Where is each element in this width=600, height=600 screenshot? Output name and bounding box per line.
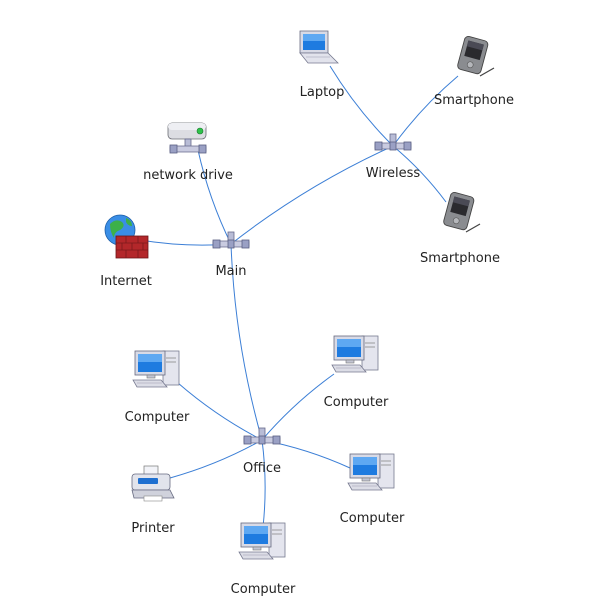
node-netdrive[interactable]: network drive [143, 122, 233, 183]
nodes: LaptopSmartphoneWirelessSmartphonenetwor… [100, 30, 514, 597]
computer-icon [331, 335, 379, 373]
computer-icon [238, 522, 286, 560]
firewall-globe-icon [104, 214, 149, 259]
node-label: Wireless [366, 166, 421, 181]
node-printer[interactable]: Printer [131, 465, 175, 536]
node-label: Internet [100, 274, 152, 289]
edge-comp_right-office [261, 373, 335, 441]
connections [139, 65, 459, 528]
node-label: Laptop [300, 85, 345, 100]
edge-comp_left-office [177, 382, 263, 441]
node-comp-right[interactable]: Computer [324, 335, 389, 410]
smartphone-icon [442, 190, 481, 233]
edge-comp_bot-office [261, 439, 266, 528]
node-label: Office [243, 461, 281, 476]
node-wireless[interactable]: Wireless [366, 133, 421, 181]
node-laptop[interactable]: Laptop [299, 30, 345, 100]
hub-icon [374, 133, 412, 151]
smartphone-icon [456, 34, 495, 77]
edge-phone1-wireless [392, 75, 459, 147]
node-label: Smartphone [434, 93, 514, 108]
node-phone1[interactable]: Smartphone [434, 34, 514, 108]
node-comp-left[interactable]: Computer [125, 350, 190, 425]
laptop-icon [299, 30, 339, 64]
node-comp-bot[interactable]: Computer [231, 522, 296, 597]
node-label: Computer [125, 410, 190, 425]
node-internet[interactable]: Internet [100, 214, 152, 289]
node-phone2[interactable]: Smartphone [420, 190, 500, 266]
node-label: Computer [340, 511, 405, 526]
edge-phone2-wireless [392, 145, 447, 203]
edge-wireless-main [230, 145, 394, 245]
node-label: Computer [231, 582, 296, 597]
edge-netdrive-main [197, 149, 232, 245]
node-office[interactable]: Office [243, 427, 281, 476]
node-label: Smartphone [420, 251, 500, 266]
node-label: network drive [143, 168, 233, 183]
network-drive-icon [167, 122, 207, 154]
printer-icon [131, 465, 175, 502]
node-label: Printer [131, 521, 175, 536]
edge-printer-office [169, 439, 263, 479]
edge-laptop-wireless [329, 65, 394, 147]
computer-icon [132, 350, 180, 388]
node-main[interactable]: Main [212, 231, 250, 279]
hub-icon [243, 427, 281, 445]
node-label: Computer [324, 395, 389, 410]
node-comp-bot-r[interactable]: Computer [340, 453, 405, 526]
edge-main-office [230, 243, 263, 441]
computer-icon [347, 453, 395, 491]
node-label: Main [215, 264, 246, 279]
